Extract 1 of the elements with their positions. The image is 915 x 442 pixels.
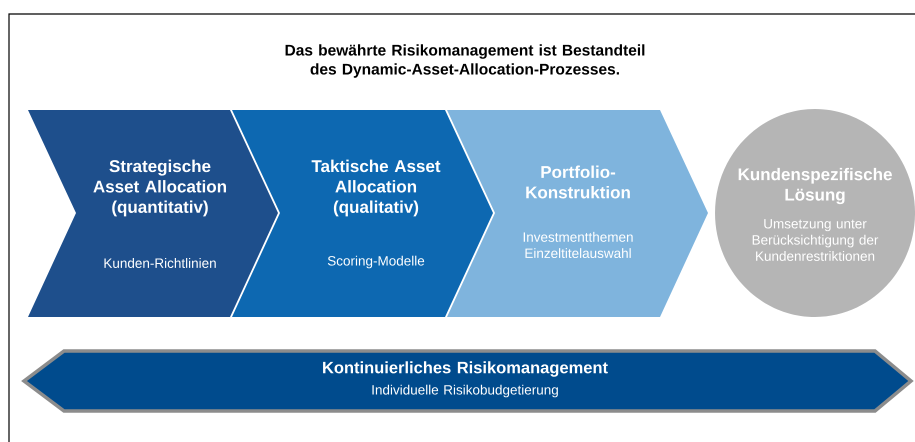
title: Das bewährte Risikomanagement ist Bestandteil des Dynamic-Asset-Allocation-Prozesses.	[286, 44, 644, 78]
